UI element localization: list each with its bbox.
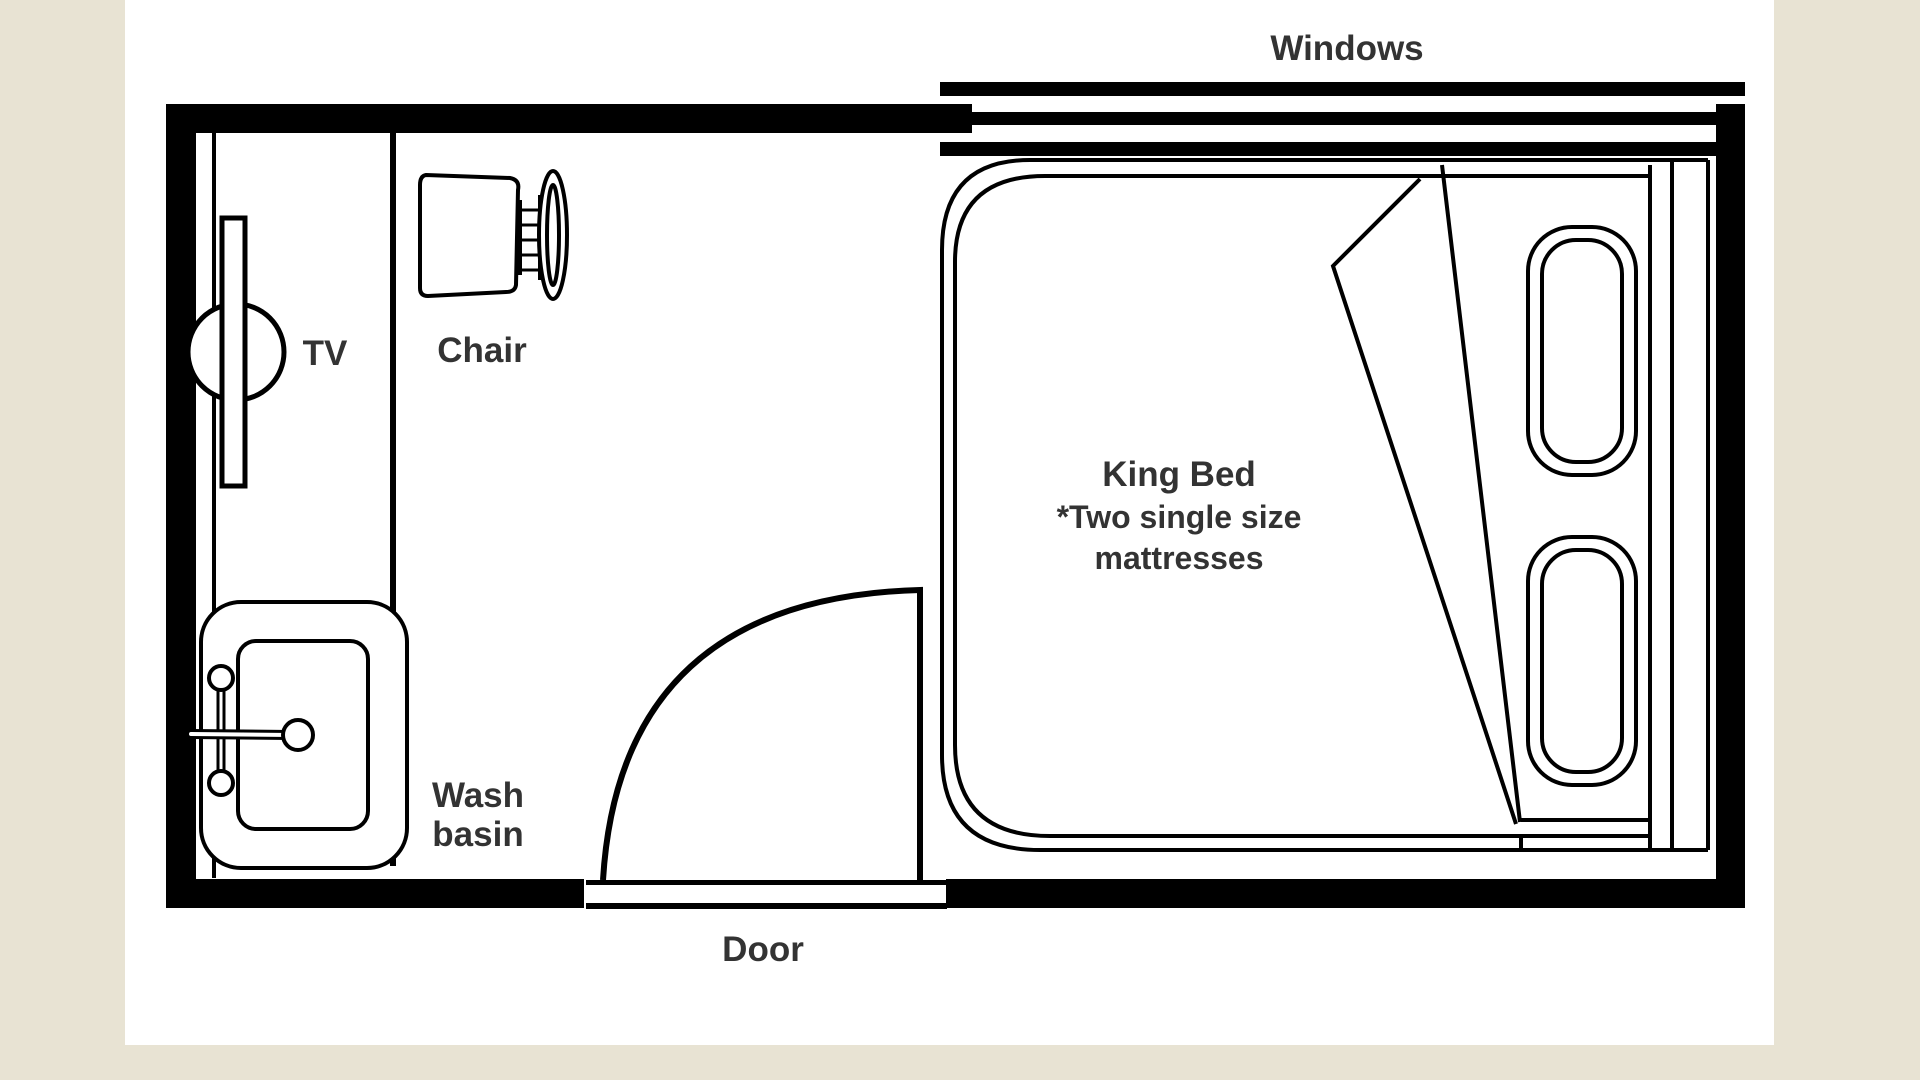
bottom-wall-left [166, 879, 584, 908]
tv-icon [185, 215, 287, 489]
door-threshold-outer [586, 903, 947, 909]
door-swing [600, 586, 923, 881]
chair-label: Chair [437, 331, 527, 370]
door-label: Door [722, 930, 804, 969]
bed-icon [940, 158, 1710, 852]
sink-icon [186, 600, 409, 870]
bed-note-line2: mattresses [1095, 540, 1264, 576]
door [586, 586, 947, 909]
right-wall [1716, 104, 1745, 908]
room-walls [166, 104, 1745, 908]
top-wall [166, 104, 972, 133]
windows [940, 82, 1745, 156]
tv-label: TV [303, 334, 348, 373]
chair-icon [418, 169, 569, 301]
window-line-inner [940, 142, 1745, 156]
window-line-middle [962, 112, 1717, 125]
window-line-outer [940, 82, 1745, 96]
bottom-wall-right [946, 879, 1745, 908]
left-wall [166, 104, 196, 908]
windows-label: Windows [1270, 29, 1423, 68]
door-threshold-inner [586, 880, 947, 885]
wash-basin-label-line1: Wash [432, 776, 524, 815]
king-bed-label: King Bed [1102, 455, 1256, 494]
bed-note-line1: *Two single size [1057, 499, 1302, 535]
wash-basin-label-line2: basin [432, 815, 523, 854]
